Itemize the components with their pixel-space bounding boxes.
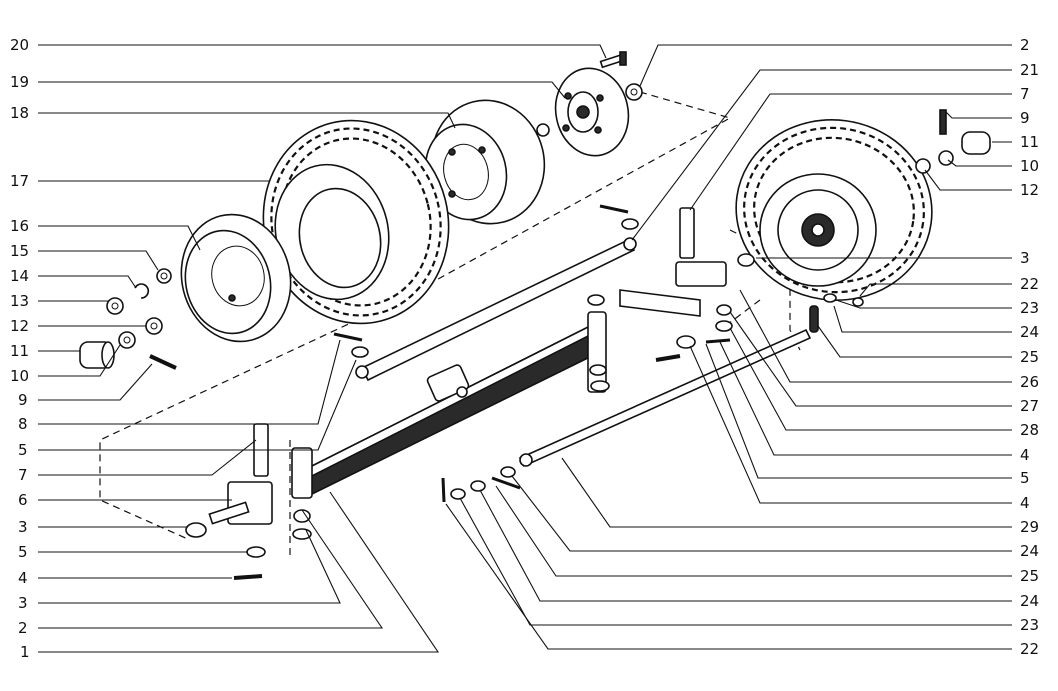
left-rim-inner [424, 99, 546, 225]
callout-left-3a: 3 [18, 518, 28, 536]
left-hub-nut [625, 83, 643, 101]
kingpin-washers-right [587, 294, 610, 393]
left-small-nut [536, 123, 550, 137]
callout-right-27: 27 [1020, 397, 1039, 415]
callout-right-4a: 4 [1020, 446, 1030, 464]
callout-right-23b: 23 [1020, 616, 1039, 634]
callout-left-20: 20 [10, 36, 29, 54]
kingpin-washers-left [291, 447, 313, 540]
left-hub-flange [554, 67, 630, 157]
callout-right-10: 10 [1020, 157, 1039, 175]
steering-knuckle-right [619, 207, 755, 362]
callout-right-21: 21 [1020, 61, 1039, 79]
callout-left-4: 4 [18, 569, 28, 587]
callout-right-3: 3 [1020, 249, 1030, 267]
callout-left-9: 9 [18, 391, 28, 409]
callout-right-5: 5 [1020, 469, 1030, 487]
callout-left-2: 2 [18, 619, 28, 637]
callout-right-24b: 24 [1020, 542, 1039, 560]
callout-right-11: 11 [1020, 133, 1039, 151]
right-leader-lines [445, 44, 1012, 650]
upper-tie-rod [355, 237, 637, 382]
callout-right-24c: 24 [1020, 592, 1039, 610]
callout-right-2: 2 [1020, 36, 1030, 54]
callout-right-4b: 4 [1020, 494, 1030, 512]
callout-right-26: 26 [1020, 373, 1039, 391]
left-cotter-pin [149, 354, 177, 370]
callout-left-19: 19 [10, 73, 29, 91]
callout-left-8: 8 [18, 415, 28, 433]
ball-joint-parts [333, 204, 864, 503]
callout-right-7: 7 [1020, 85, 1030, 103]
left-leader-lines [38, 44, 607, 653]
callout-left-3b: 3 [18, 594, 28, 612]
left-hub-cap [79, 341, 115, 369]
callout-left-11: 11 [10, 342, 29, 360]
right-callout-labels: 2 21 7 9 11 10 12 3 22 23 24 25 26 27 28… [1020, 36, 1039, 658]
callout-left-18: 18 [10, 104, 29, 122]
callout-left-12: 12 [10, 317, 29, 335]
callout-right-25b: 25 [1020, 567, 1039, 585]
callout-left-5a: 5 [18, 441, 28, 459]
left-bolt [599, 51, 627, 69]
callout-left-10: 10 [10, 367, 29, 385]
callout-right-12: 12 [1020, 181, 1039, 199]
callout-left-15: 15 [10, 242, 29, 260]
left-washers-nuts [106, 268, 172, 349]
callout-left-14: 14 [10, 267, 29, 285]
left-rim-outer [180, 213, 292, 343]
callout-left-1: 1 [20, 643, 30, 661]
callout-left-17: 17 [10, 172, 29, 190]
callout-right-25a: 25 [1020, 348, 1039, 366]
left-tyre [262, 119, 450, 325]
callout-right-9: 9 [1020, 109, 1030, 127]
axle-beam [298, 320, 605, 498]
steering-knuckle-left [185, 423, 273, 580]
callout-right-29: 29 [1020, 518, 1039, 536]
callout-right-22a: 22 [1020, 275, 1039, 293]
callout-left-6: 6 [18, 491, 28, 509]
callout-right-28: 28 [1020, 421, 1039, 439]
callout-left-7: 7 [18, 466, 28, 484]
callout-right-24a: 24 [1020, 323, 1039, 341]
right-tyre [735, 119, 933, 301]
callout-left-16: 16 [10, 217, 29, 235]
callout-left-13: 13 [10, 292, 29, 310]
callout-left-5b: 5 [18, 543, 28, 561]
left-callout-labels: 20 19 18 17 16 15 14 13 12 11 10 9 8 5 7… [10, 36, 30, 661]
lower-tie-rod [518, 328, 812, 468]
callout-right-22b: 22 [1020, 640, 1039, 658]
callout-right-23a: 23 [1020, 299, 1039, 317]
